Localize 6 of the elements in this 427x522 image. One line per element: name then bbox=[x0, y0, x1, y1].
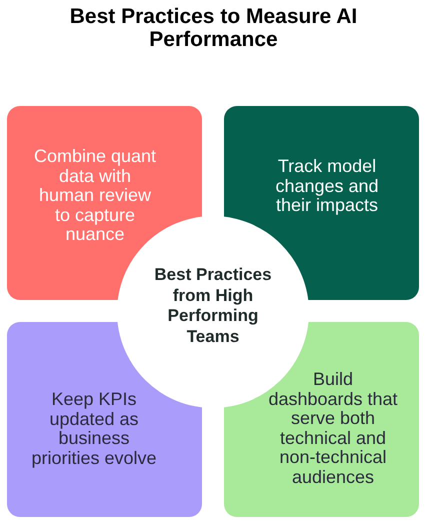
center-heading: Best Practices from High Performing Teams bbox=[148, 265, 278, 347]
practice-text: Combine quant data with human review to capture nuance bbox=[32, 147, 158, 244]
practice-text: Keep KPIs updated as business priorities evolve bbox=[30, 390, 158, 468]
title: Best Practices to Measure AI Performance bbox=[68, 5, 358, 51]
practice-text: Track model changes and their impacts bbox=[274, 157, 380, 216]
practice-text: Build dashboards that serve both technical and non-technical audiences bbox=[267, 370, 399, 487]
